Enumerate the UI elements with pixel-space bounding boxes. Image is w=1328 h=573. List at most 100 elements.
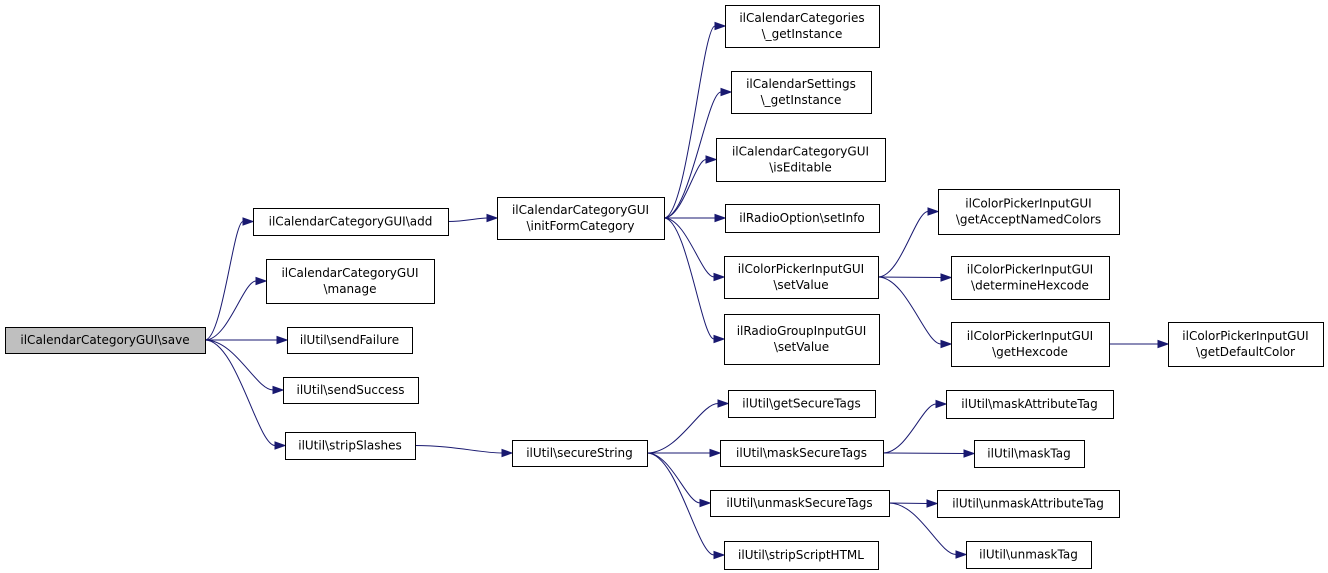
arrowhead bbox=[274, 441, 287, 450]
arrowhead bbox=[501, 448, 514, 458]
arrowhead bbox=[714, 21, 727, 31]
edge-maskSecureTags-maskTag bbox=[882, 449, 976, 458]
node-label: \setValue bbox=[773, 278, 828, 292]
node-box bbox=[720, 440, 884, 467]
edge-secureString-maskSecureTags bbox=[647, 448, 722, 458]
arrowhead bbox=[955, 550, 968, 559]
node-label: ilUtil\sendSuccess bbox=[296, 383, 404, 397]
node-sendSuccess[interactable]: ilUtil\sendSuccess bbox=[283, 377, 419, 404]
node-box bbox=[938, 189, 1120, 235]
node-box bbox=[974, 440, 1085, 468]
edge-secureString-unmaskSecureTags bbox=[646, 452, 712, 508]
node-box bbox=[497, 197, 665, 240]
edge-secureString-stripScriptHTML bbox=[646, 452, 726, 560]
edge-save-add bbox=[204, 217, 255, 341]
node-setGetInstance[interactable]: ilCalendarSettings\_getInstance bbox=[731, 71, 872, 114]
edge-initFormCategory-radioGroupSetValue bbox=[663, 217, 726, 344]
node-colorSetValue[interactable]: ilColorPickerInputGUI\setValue bbox=[724, 256, 879, 299]
edge-unmaskSecureTags-unmaskTag bbox=[888, 502, 968, 559]
node-box bbox=[710, 490, 890, 517]
node-label: ilUtil\maskTag bbox=[987, 447, 1070, 461]
node-radioSetInfo[interactable]: ilRadioOption\setInfo bbox=[725, 204, 880, 233]
node-initFormCategory[interactable]: ilCalendarCategoryGUI\initFormCategory bbox=[497, 197, 665, 240]
node-label: ilUtil\secureString bbox=[526, 446, 633, 460]
node-isEditable[interactable]: ilCalendarCategoryGUI \isEditable bbox=[716, 138, 886, 182]
node-label: \_getInstance bbox=[761, 93, 842, 107]
node-label: \initFormCategory bbox=[526, 219, 634, 233]
node-unmaskAttributeTag[interactable]: ilUtil\unmaskAttributeTag bbox=[937, 490, 1120, 518]
node-label: ilCalendarCategoryGUI\save bbox=[20, 333, 189, 347]
arrowhead bbox=[486, 213, 499, 223]
node-label: \_getInstance bbox=[762, 27, 843, 41]
node-sendFailure[interactable]: ilUtil\sendFailure bbox=[287, 327, 413, 354]
node-label: ilColorPickerInputGUI bbox=[965, 197, 1091, 211]
node-getHexcode[interactable]: ilColorPickerInputGUI\getHexcode bbox=[951, 322, 1110, 367]
node-manage[interactable]: ilCalendarCategoryGUI\manage bbox=[266, 259, 435, 304]
node-box bbox=[966, 541, 1092, 569]
node-label: ilUtil\unmaskTag bbox=[979, 548, 1078, 562]
arrowhead bbox=[963, 449, 976, 458]
node-label: ilCalendarCategoryGUI bbox=[281, 266, 418, 280]
edge-colorSetValue-determineHexcode bbox=[877, 273, 953, 282]
node-add[interactable]: ilCalendarCategoryGUI\add bbox=[253, 208, 449, 236]
edge-save-sendFailure bbox=[205, 335, 289, 345]
node-label: ilCalendarCategoryGUI\add bbox=[269, 215, 433, 229]
node-box bbox=[266, 259, 435, 304]
node-label: \getAcceptNamedColors bbox=[956, 213, 1101, 227]
arrowhead bbox=[713, 272, 726, 282]
node-label: \isEditable bbox=[769, 161, 832, 175]
node-box bbox=[725, 204, 880, 233]
node-label: \determineHexcode bbox=[971, 279, 1089, 293]
node-box bbox=[5, 327, 206, 354]
node-label: \setValue bbox=[774, 340, 829, 354]
node-stripSlashes[interactable]: ilUtil\stripSlashes bbox=[285, 432, 416, 460]
node-maskSecureTags[interactable]: ilUtil\maskSecureTags bbox=[720, 440, 884, 467]
node-box bbox=[731, 71, 872, 114]
node-box bbox=[724, 541, 879, 570]
node-box bbox=[285, 432, 416, 460]
node-label: ilUtil\maskSecureTags bbox=[736, 446, 867, 460]
node-maskAttributeTag[interactable]: ilUtil\maskAttributeTag bbox=[946, 390, 1114, 419]
arrowhead bbox=[713, 334, 726, 344]
node-getAcceptNamedColors[interactable]: ilColorPickerInputGUI \getAcceptNamedColo… bbox=[938, 189, 1120, 235]
node-box bbox=[724, 314, 880, 365]
node-box bbox=[287, 327, 413, 354]
edge-initFormCategory-setGetInstance bbox=[663, 87, 733, 219]
edge-colorSetValue-getAcceptNamedColors bbox=[877, 207, 940, 278]
arrowhead bbox=[1157, 339, 1170, 349]
node-box bbox=[253, 208, 449, 236]
arrowhead bbox=[242, 217, 255, 226]
node-maskTag[interactable]: ilUtil\maskTag bbox=[974, 440, 1085, 468]
node-label: ilCalendarCategoryGUI bbox=[732, 145, 869, 159]
node-radioGroupSetValue[interactable]: ilRadioGroupInputGUI \setValue bbox=[724, 314, 880, 365]
node-catGetInstance[interactable]: ilCalendarCategories\_getInstance bbox=[725, 5, 880, 48]
node-label: ilUtil\getSecureTags bbox=[742, 397, 860, 411]
edge-initFormCategory-radioSetInfo bbox=[664, 213, 727, 223]
node-getDefaultColor[interactable]: ilColorPickerInputGUI \getDefaultColor bbox=[1168, 322, 1324, 367]
node-determineHexcode[interactable]: ilColorPickerInputGUI\determineHexcode bbox=[951, 256, 1110, 300]
node-label: ilUtil\stripSlashes bbox=[298, 439, 402, 453]
node-secureString[interactable]: ilUtil\secureString bbox=[512, 440, 648, 467]
edge-add-initFormCategory bbox=[447, 213, 499, 223]
node-unmaskSecureTags[interactable]: ilUtil\unmaskSecureTags bbox=[710, 490, 890, 517]
edge-stripSlashes-secureString bbox=[414, 445, 514, 458]
node-getSecureTags[interactable]: ilUtil\getSecureTags bbox=[728, 390, 876, 418]
node-label: ilColorPickerInputGUI bbox=[967, 329, 1093, 343]
arrowhead bbox=[940, 273, 953, 282]
node-stripScriptHTML[interactable]: ilUtil\stripScriptHTML bbox=[724, 541, 879, 570]
node-label: ilRadioOption\setInfo bbox=[739, 211, 865, 225]
node-label: ilUtil\stripScriptHTML bbox=[738, 548, 864, 562]
edge-secureString-getSecureTags bbox=[646, 399, 730, 454]
node-label: ilColorPickerInputGUI bbox=[1182, 329, 1308, 343]
node-label: \getDefaultColor bbox=[1196, 345, 1295, 359]
arrowhead bbox=[927, 207, 940, 216]
node-save[interactable]: ilCalendarCategoryGUI\save bbox=[5, 327, 206, 354]
edge-colorSetValue-getHexcode bbox=[877, 276, 953, 349]
edge-initFormCategory-colorSetValue bbox=[663, 217, 726, 282]
edge-initFormCategory-catGetInstance bbox=[663, 21, 727, 219]
node-label: ilUtil\unmaskAttributeTag bbox=[952, 497, 1104, 511]
edge-maskSecureTags-maskAttributeTag bbox=[882, 399, 948, 454]
node-label: ilUtil\unmaskSecureTags bbox=[726, 496, 872, 510]
node-unmaskTag[interactable]: ilUtil\unmaskTag bbox=[966, 541, 1092, 569]
node-label: ilRadioGroupInputGUI bbox=[737, 324, 867, 338]
